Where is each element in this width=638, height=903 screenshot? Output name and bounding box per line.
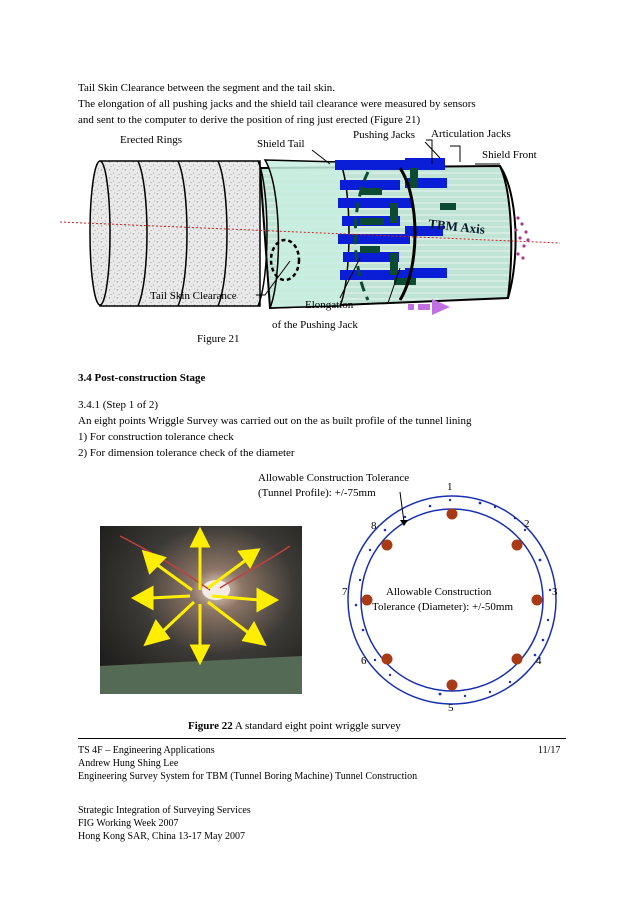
section-line-1: An eight points Wriggle Survey was carri…	[78, 413, 471, 429]
footer-title: Engineering Survey System for TBM (Tunne…	[78, 770, 417, 783]
tolerance-diameter-line-1: Allowable Construction	[386, 586, 491, 598]
ring-texture	[355, 499, 552, 697]
label-pushing-jacks: Pushing Jacks	[353, 129, 415, 141]
footer-location: Hong Kong SAR, China 13-17 May 2007	[78, 830, 245, 843]
label-shield-tail: Shield Tail	[257, 138, 305, 150]
footer-session: TS 4F – Engineering Applications	[78, 744, 215, 757]
intro-line-2: The elongation of all pushing jacks and …	[78, 96, 476, 112]
section-line-3: 2) For dimension tolerance check of the …	[78, 445, 295, 461]
label-elongation-1: Elongation	[305, 299, 353, 311]
label-elongation-2: of the Pushing Jack	[272, 319, 358, 331]
point-label-5: 5	[448, 702, 454, 714]
intro-line-3: and sent to the computer to derive the p…	[78, 112, 420, 128]
label-tail-skin-clearance: Tail Skin Clearance	[150, 290, 237, 302]
point-label-4: 4	[536, 655, 542, 667]
figure-22-caption-text: A standard eight point wriggle survey	[233, 720, 401, 732]
intro-line-1: Tail Skin Clearance between the segment …	[78, 80, 335, 96]
point-label-1: 1	[447, 481, 453, 493]
footer-event: FIG Working Week 2007	[78, 817, 179, 830]
point-label-2: 2	[524, 518, 530, 530]
tolerance-profile-line-1: Allowable Construction Tolerance	[258, 472, 409, 484]
label-articulation-jacks: Articulation Jacks	[431, 128, 511, 140]
tolerance-diameter-line-2: Tolerance (Diameter): +/-50mm	[372, 601, 513, 613]
point-label-3: 3	[552, 586, 558, 598]
tolerance-profile-line-2: (Tunnel Profile): +/-75mm	[258, 487, 376, 499]
point-label-8: 8	[371, 520, 377, 532]
footer-page-number: 11/17	[538, 744, 560, 757]
point-label-7: 7	[342, 586, 348, 598]
tunnel-photo	[100, 526, 302, 694]
figure-22-caption: Figure 22 A standard eight point wriggle…	[188, 718, 401, 734]
section-heading: 3.4 Post-construction Stage	[78, 372, 205, 384]
point-label-6: 6	[361, 655, 367, 667]
step-text: 3.4.1 (Step 1 of 2)	[78, 397, 158, 413]
figure-22-caption-bold: Figure 22	[188, 720, 233, 732]
section-line-2: 1) For construction tolerance check	[78, 429, 234, 445]
label-erected-rings: Erected Rings	[120, 134, 182, 146]
erected-rings	[90, 161, 267, 306]
footer-rule	[78, 738, 566, 739]
label-shield-front: Shield Front	[482, 149, 537, 161]
footer-conference: Strategic Integration of Surveying Servi…	[78, 804, 251, 817]
survey-points	[362, 509, 543, 691]
footer-author: Andrew Hung Shing Lee	[78, 757, 178, 770]
shield-front-dots	[514, 216, 529, 259]
figure-21-caption: Figure 21	[197, 333, 239, 345]
